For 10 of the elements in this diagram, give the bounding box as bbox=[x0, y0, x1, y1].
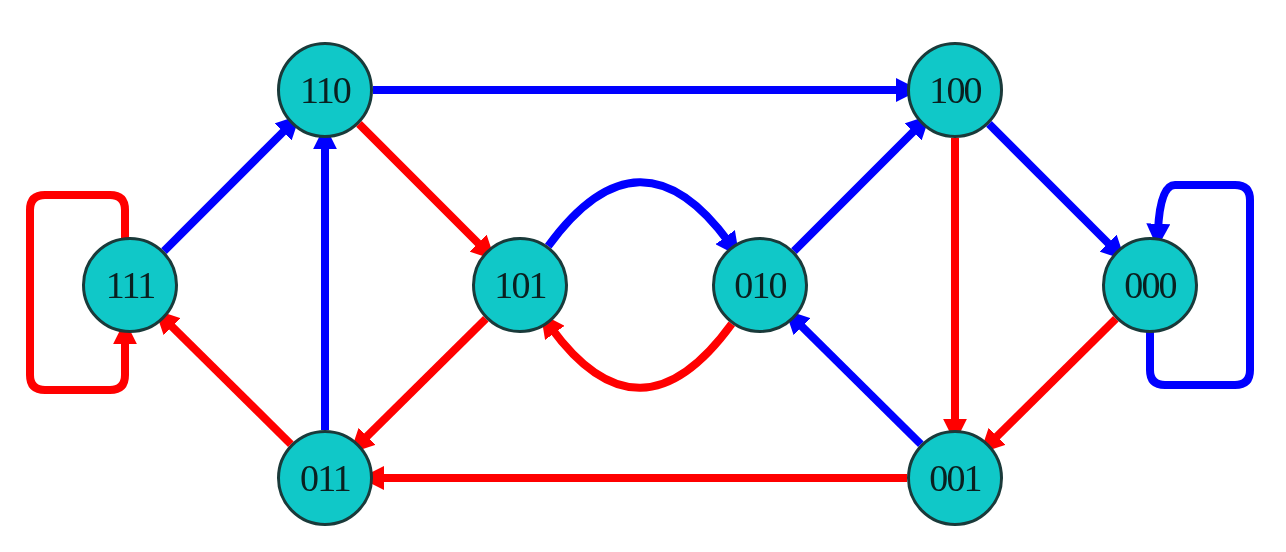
arrow bbox=[1146, 181, 1254, 389]
state-label: 110 bbox=[300, 71, 350, 109]
state-label: 010 bbox=[734, 266, 786, 304]
state-label: 111 bbox=[105, 266, 155, 304]
state-label: 011 bbox=[300, 459, 350, 497]
state-label: 000 bbox=[1124, 266, 1176, 304]
arrow bbox=[26, 191, 137, 394]
state-label: 101 bbox=[494, 266, 546, 304]
state-label: 100 bbox=[929, 71, 981, 109]
state-label: 001 bbox=[929, 459, 981, 497]
